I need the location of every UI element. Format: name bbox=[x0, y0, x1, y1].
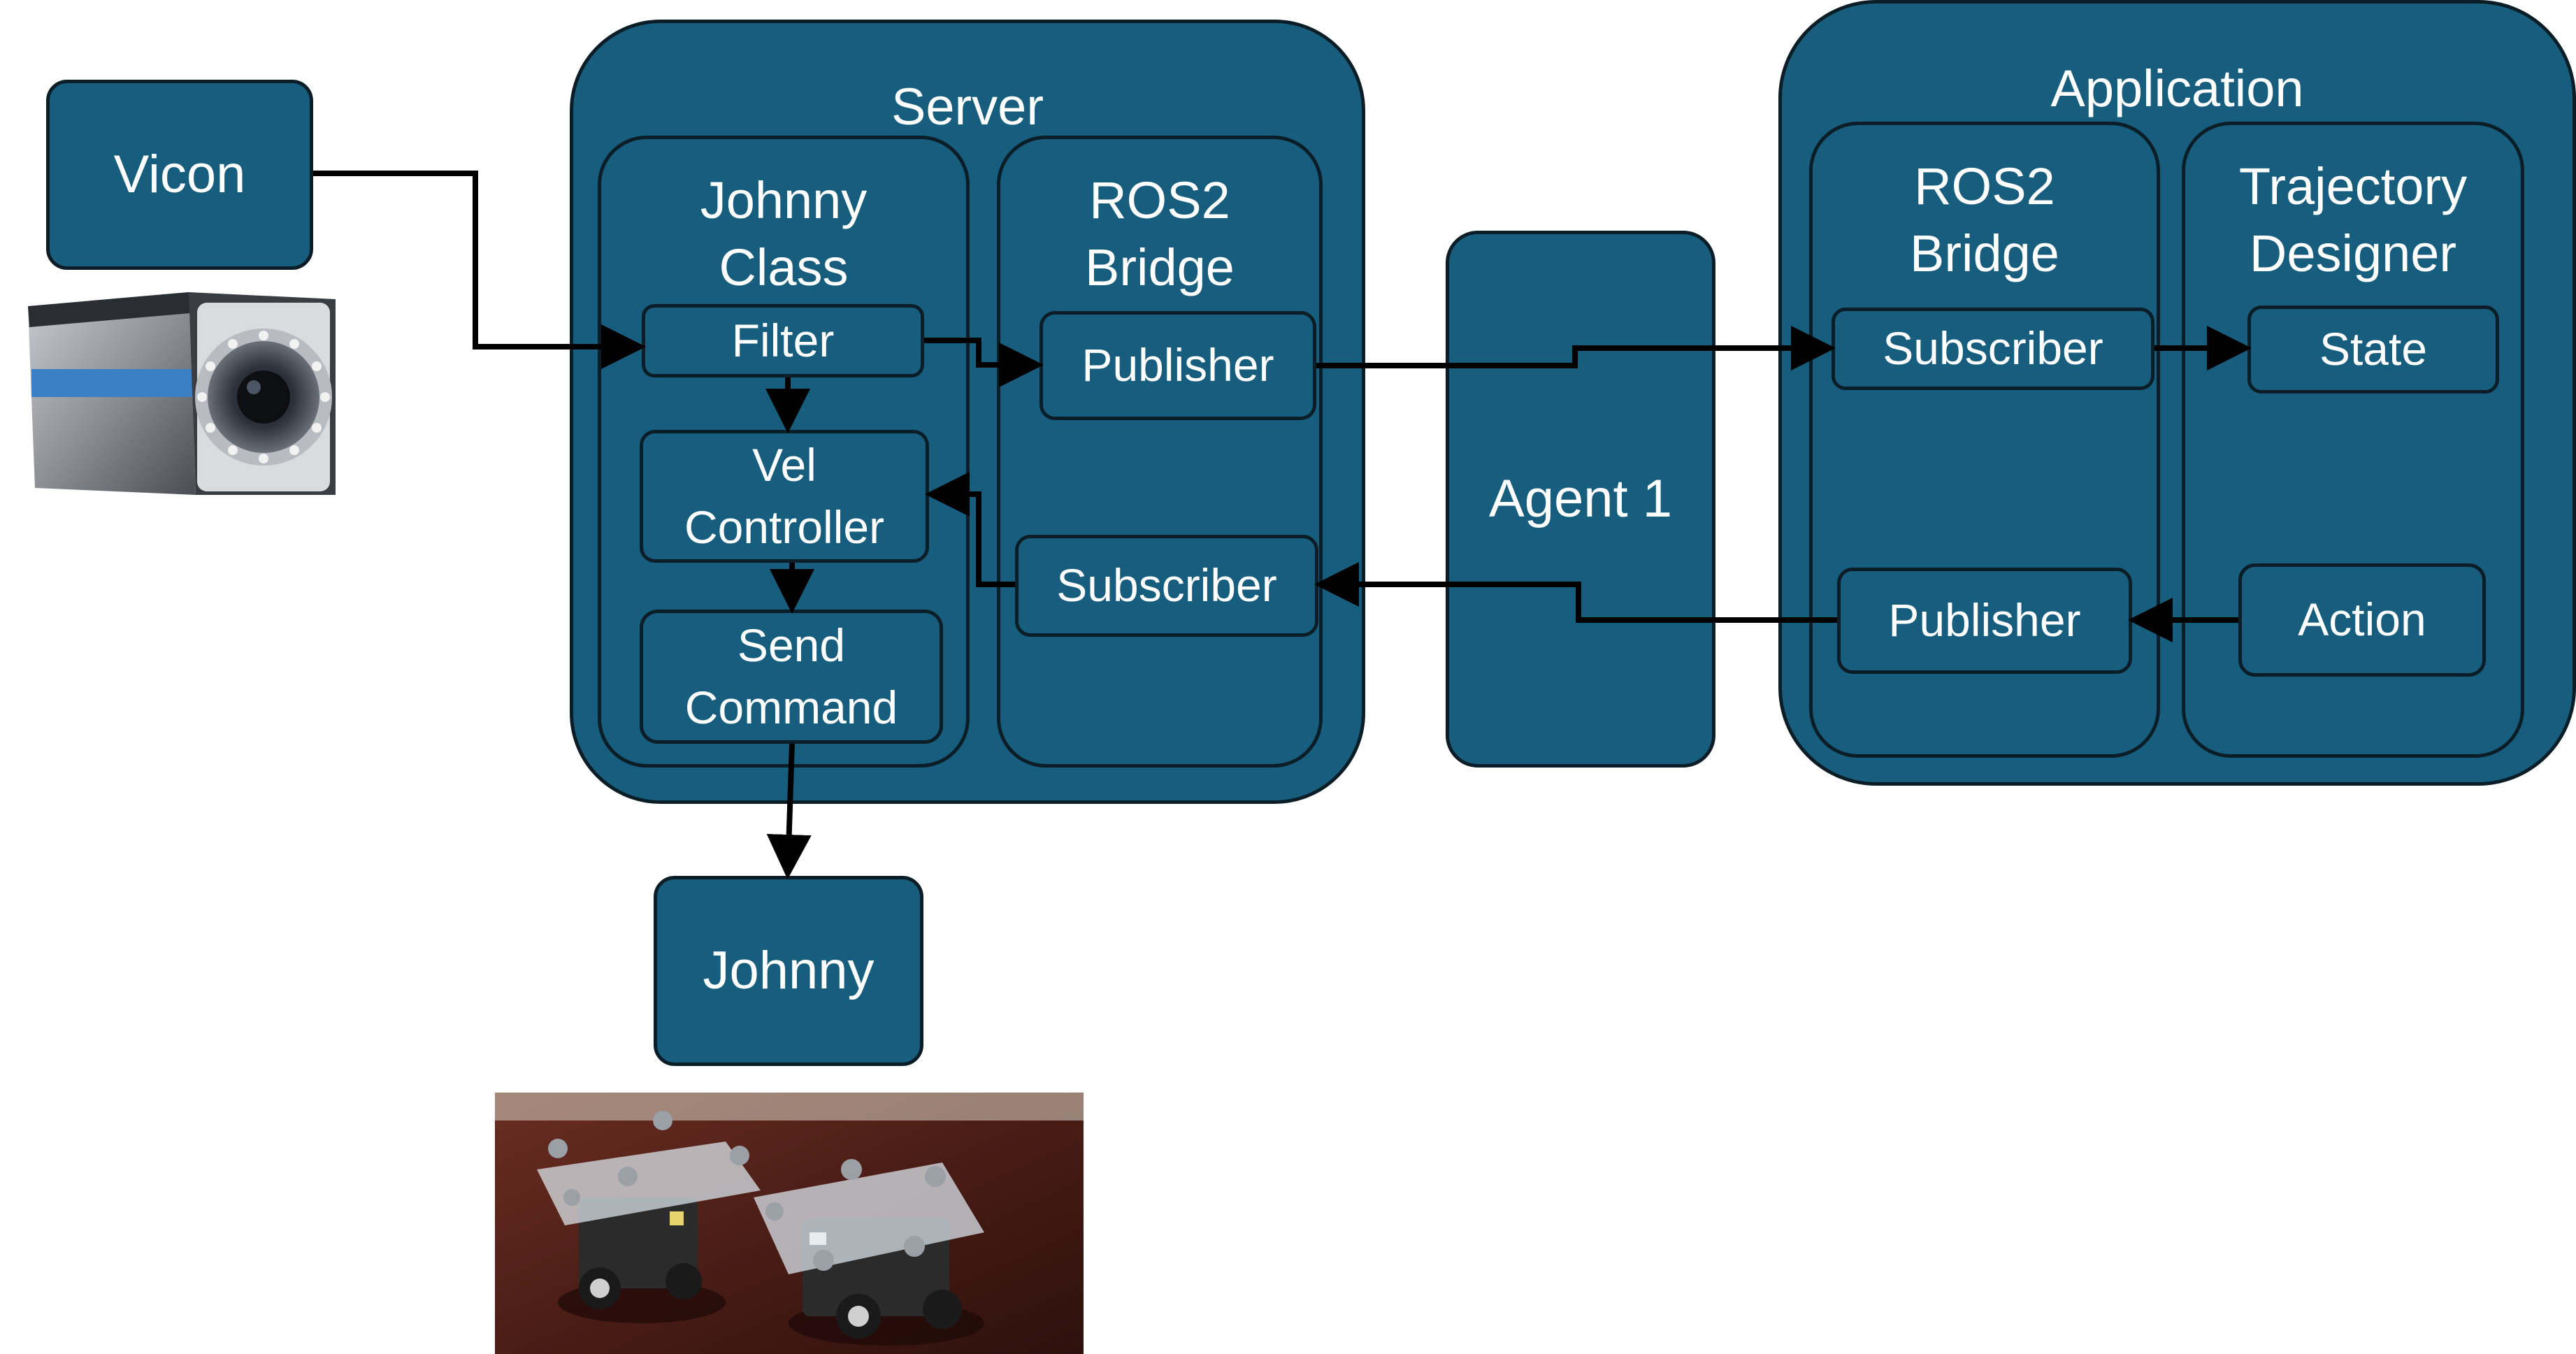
server-ros2-bridge-panel: ROS2 Bridge bbox=[997, 136, 1323, 768]
app-ros2-bridge-title: ROS2 Bridge bbox=[1910, 157, 2059, 283]
app-publisher-label: Publisher bbox=[1888, 594, 2081, 647]
server-publisher-label: Publisher bbox=[1081, 339, 1274, 391]
action-block: Action bbox=[2238, 563, 2486, 677]
send-command-label: Send Command bbox=[684, 619, 898, 733]
app-subscriber-label: Subscriber bbox=[1883, 322, 2103, 375]
app-subscriber-block: Subscriber bbox=[1832, 308, 2154, 390]
robot-left bbox=[537, 1111, 761, 1323]
arrow-server-subscriber-to-vel-controller bbox=[925, 472, 1015, 587]
agent-box: Agent 1 bbox=[1446, 231, 1715, 768]
johnny-label: Johnny bbox=[703, 940, 875, 1000]
arrow-server-publisher-to-app-subscriber bbox=[1316, 326, 1836, 370]
send-command-block: Send Command bbox=[640, 610, 943, 744]
johnny-class-title: Johnny Class bbox=[700, 171, 868, 297]
application-title: Application bbox=[2050, 59, 2304, 117]
johnny-robots-photo bbox=[495, 1093, 1084, 1354]
arrow-app-publisher-to-server-subscriber bbox=[1314, 562, 1837, 623]
state-label: State bbox=[2319, 323, 2428, 375]
vicon-box: Vicon bbox=[46, 80, 313, 270]
agent-label: Agent 1 bbox=[1489, 468, 1672, 528]
arrow-filter-to-server-publisher bbox=[924, 338, 1044, 387]
server-subscriber-label: Subscriber bbox=[1056, 559, 1277, 612]
vicon-camera-photo bbox=[14, 285, 343, 509]
trajectory-designer-title: Trajectory Designer bbox=[2238, 157, 2468, 283]
state-block: State bbox=[2247, 305, 2499, 394]
app-publisher-block: Publisher bbox=[1837, 568, 2132, 674]
server-ros2-bridge-title: ROS2 Bridge bbox=[1085, 171, 1235, 297]
action-label: Action bbox=[2298, 593, 2426, 646]
filter-label: Filter bbox=[731, 314, 835, 366]
robot-right bbox=[754, 1159, 984, 1346]
arrow-send-command-to-johnny bbox=[766, 743, 812, 879]
vicon-label: Vicon bbox=[113, 144, 246, 204]
johnny-box: Johnny bbox=[654, 876, 923, 1066]
server-subscriber-block: Subscriber bbox=[1015, 535, 1318, 637]
arrow-vicon-to-filter bbox=[313, 171, 646, 369]
server-title: Server bbox=[891, 78, 1044, 136]
filter-block: Filter bbox=[642, 304, 924, 377]
vel-controller-label: Vel Controller bbox=[684, 438, 885, 553]
